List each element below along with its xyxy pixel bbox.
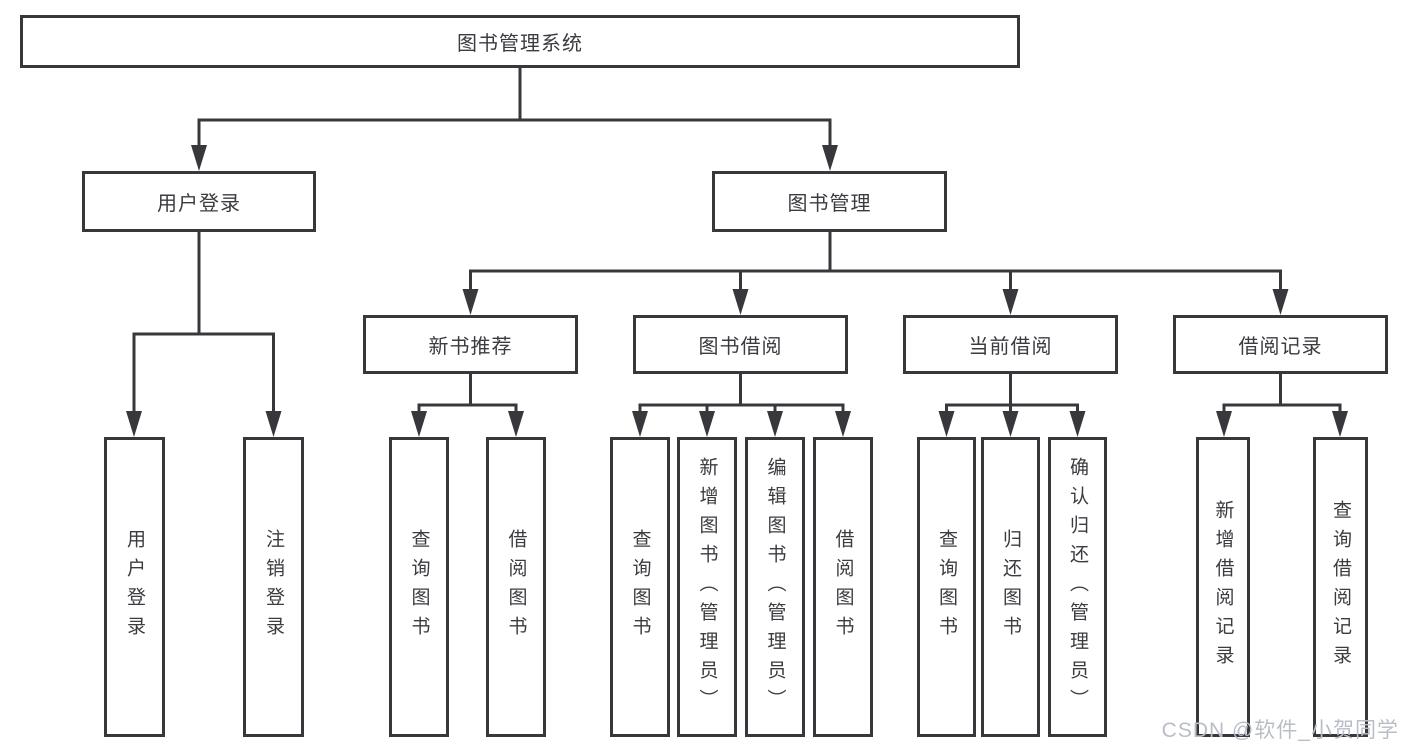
leaf-label: 借阅图书 <box>505 529 527 645</box>
leaf-query-borrow-record: 查询借阅记录 <box>1313 437 1368 737</box>
leaf-add-borrow-record: 新增借阅记录 <box>1196 437 1250 737</box>
leaf-label: 查询图书 <box>629 529 651 645</box>
node-book-management: 图书管理 <box>712 171 947 232</box>
node-current-borrowing: 当前借阅 <box>903 315 1118 374</box>
leaf-add-books-admin: 新增图书︵管理员︶ <box>677 437 737 737</box>
leaf-logout: 注销登录 <box>243 437 304 737</box>
leaf-label: 查询借阅记录 <box>1330 500 1351 674</box>
leaf-label: 查询图书 <box>936 529 957 645</box>
leaf-query-books-borrowing: 查询图书 <box>610 437 670 737</box>
leaf-label: 新增借阅记录 <box>1212 500 1234 674</box>
leaf-label: 确认归还︵管理员︶ <box>1067 456 1088 718</box>
leaf-borrow-books-recommend: 借阅图书 <box>486 437 546 737</box>
leaf-label: 用户登录 <box>124 529 145 645</box>
leaf-label: 借阅图书 <box>832 529 854 645</box>
leaf-label: 注销登录 <box>263 529 284 645</box>
leaf-label: 归还图书 <box>1000 529 1021 645</box>
leaf-borrow-books: 借阅图书 <box>813 437 873 737</box>
node-new-book-recommendation: 新书推荐 <box>363 315 578 374</box>
leaf-return-books: 归还图书 <box>981 437 1040 737</box>
leaf-label: 编辑图书︵管理员︶ <box>764 456 786 718</box>
watermark: CSDN @软件_小贺同学 <box>1161 719 1399 742</box>
leaf-label: 新增图书︵管理员︶ <box>696 456 718 718</box>
leaf-confirm-return-admin: 确认归还︵管理员︶ <box>1048 437 1107 737</box>
node-borrowing-records: 借阅记录 <box>1173 315 1388 374</box>
node-library-management-system: 图书管理系统 <box>20 15 1020 68</box>
node-book-borrowing: 图书借阅 <box>633 315 848 374</box>
leaf-query-books-recommend: 查询图书 <box>389 437 449 737</box>
leaf-edit-books-admin: 编辑图书︵管理员︶ <box>745 437 805 737</box>
leaf-user-login: 用户登录 <box>104 437 165 737</box>
leaf-label: 查询图书 <box>408 529 430 645</box>
node-user-login: 用户登录 <box>82 171 316 232</box>
leaf-query-books-current: 查询图书 <box>917 437 976 737</box>
